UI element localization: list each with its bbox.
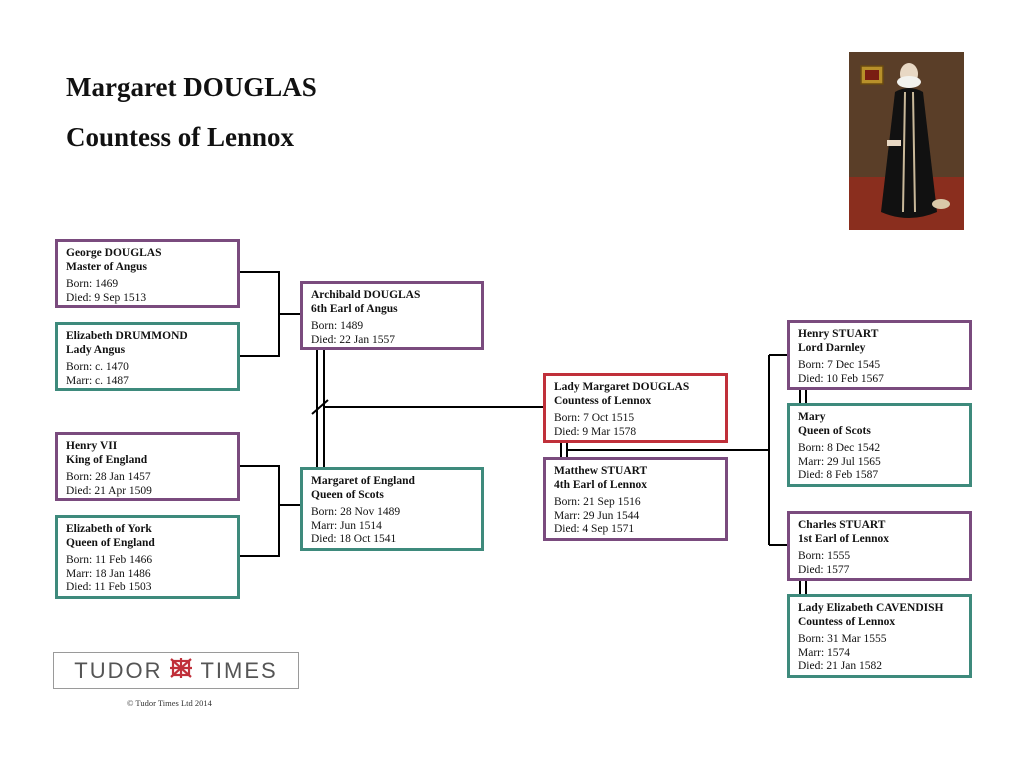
person-detail: Died: 18 Oct 1541: [311, 533, 397, 545]
person-detail: Died: 1577: [798, 563, 850, 576]
person-title: 1st Earl of Lennox: [798, 532, 890, 545]
person-title: Countess of Lennox: [798, 615, 896, 628]
person-detail: Died: 4 Sep 1571: [554, 523, 635, 535]
person-name: Lady Margaret DOUGLAS: [554, 381, 690, 393]
person-margaret-of-england: Margaret of England Queen of Scots Born:…: [300, 467, 484, 551]
person-title: Lord Darnley: [798, 341, 866, 354]
portrait-illustration: [849, 52, 964, 230]
person-detail: Born: 28 Nov 1489: [311, 506, 401, 518]
person-detail: Died: 9 Mar 1578: [554, 425, 637, 438]
person-henry-vii: Henry VII King of England Born: 28 Jan 1…: [55, 432, 240, 501]
person-title: Lady Angus: [66, 343, 126, 356]
person-lady-margaret-douglas: Lady Margaret DOUGLAS Countess of Lennox…: [543, 373, 728, 443]
person-name: Henry VII: [66, 440, 118, 452]
person-title: Queen of Scots: [311, 488, 384, 501]
person-mary-queen-of-scots: Mary Queen of Scots Born: 8 Dec 1542 Mar…: [787, 403, 972, 487]
person-title: Queen of Scots: [798, 424, 871, 437]
person-detail: Born: 21 Sep 1516: [554, 496, 641, 508]
person-name: Elizabeth of York: [66, 523, 152, 535]
person-detail: Died: 10 Feb 1567: [798, 372, 884, 385]
person-name: Matthew STUART: [554, 465, 648, 477]
person-henry-stuart: Henry STUART Lord Darnley Born: 7 Dec 15…: [787, 320, 972, 390]
person-archibald-douglas: Archibald DOUGLAS 6th Earl of Angus Born…: [300, 281, 484, 350]
tudor-times-logo: TUDOR TIMES: [53, 652, 299, 689]
person-detail: Died: 21 Jan 1582: [798, 660, 883, 672]
logo-text-right: TIMES: [200, 657, 278, 683]
logo-text-left: TUDOR: [74, 657, 163, 683]
page-title: Margaret DOUGLAS: [66, 72, 317, 102]
person-detail: Marr: 18 Jan 1486: [66, 567, 151, 580]
person-title: 6th Earl of Angus: [311, 302, 398, 315]
person-name: Elizabeth DRUMMOND: [66, 330, 188, 342]
person-detail: Born: 28 Jan 1457: [66, 471, 151, 483]
person-detail: Marr: Jun 1514: [311, 519, 382, 532]
person-name: George DOUGLAS: [66, 247, 162, 259]
person-detail: Born: 7 Dec 1545: [798, 359, 881, 371]
person-george-douglas: George DOUGLAS Master of Angus Born: 146…: [55, 239, 240, 308]
person-name: Margaret of England: [311, 475, 415, 487]
person-name: Archibald DOUGLAS: [311, 289, 421, 301]
person-title: Master of Angus: [66, 260, 147, 273]
person-detail: Born: 8 Dec 1542: [798, 442, 881, 454]
person-detail: Marr: 29 Jul 1565: [798, 455, 881, 468]
person-title: King of England: [66, 453, 148, 466]
person-detail: Died: 21 Apr 1509: [66, 484, 152, 497]
person-detail: Born: c. 1470: [66, 361, 129, 373]
person-detail: Born: 1469: [66, 278, 119, 290]
person-title: Countess of Lennox: [554, 394, 652, 407]
person-detail: Born: 1555: [798, 550, 851, 562]
person-detail: Marr: c. 1487: [66, 374, 129, 387]
person-name: Mary: [798, 411, 826, 423]
person-name: Henry STUART: [798, 328, 879, 340]
person-detail: Born: 31 Mar 1555: [798, 633, 887, 645]
portrait-image: [849, 52, 964, 230]
person-name: Lady Elizabeth CAVENDISH: [798, 602, 944, 614]
person-title: 4th Earl of Lennox: [554, 478, 647, 491]
person-title: Queen of England: [66, 536, 155, 549]
person-detail: Born: 11 Feb 1466: [66, 554, 153, 566]
person-detail: Died: 8 Feb 1587: [798, 469, 879, 481]
person-elizabeth-cavendish: Lady Elizabeth CAVENDISH Countess of Len…: [787, 594, 972, 678]
person-detail: Born: 1489: [311, 320, 364, 332]
knot-icon: [168, 656, 194, 686]
copyright-text: © Tudor Times Ltd 2014: [127, 698, 212, 708]
person-detail: Died: 9 Sep 1513: [66, 291, 147, 304]
person-name: Charles STUART: [798, 519, 886, 531]
person-elizabeth-drummond: Elizabeth DRUMMOND Lady Angus Born: c. 1…: [55, 322, 240, 391]
person-charles-stuart: Charles STUART 1st Earl of Lennox Born: …: [787, 511, 972, 581]
person-detail: Died: 11 Feb 1503: [66, 581, 152, 593]
person-detail: Died: 22 Jan 1557: [311, 333, 396, 346]
person-matthew-stuart: Matthew STUART 4th Earl of Lennox Born: …: [543, 457, 728, 541]
person-detail: Born: 7 Oct 1515: [554, 412, 635, 424]
person-detail: Marr: 29 Jun 1544: [554, 509, 640, 522]
person-detail: Marr: 1574: [798, 646, 851, 659]
person-elizabeth-of-york: Elizabeth of York Queen of England Born:…: [55, 515, 240, 599]
page-subtitle: Countess of Lennox: [66, 122, 295, 152]
